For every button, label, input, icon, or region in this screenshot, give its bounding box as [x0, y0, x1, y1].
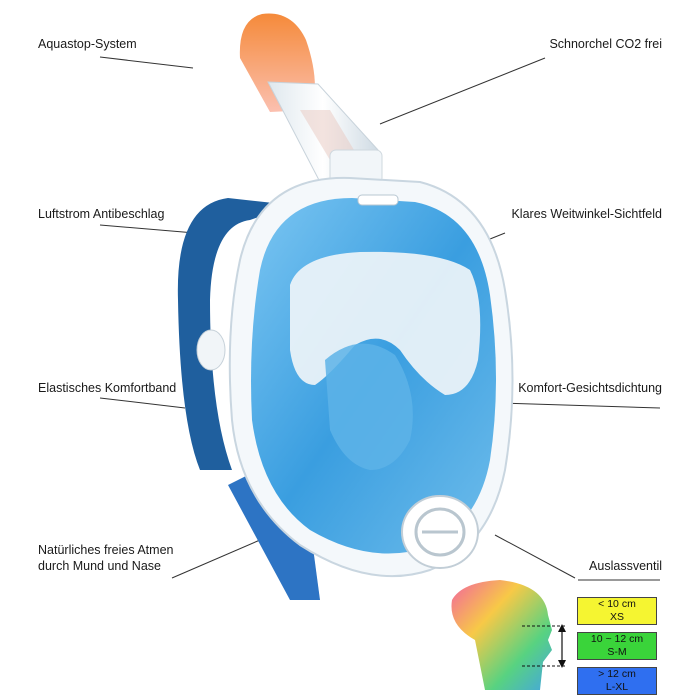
size-label: L-XL	[605, 681, 629, 693]
label-strap: Elastisches Komfortband	[38, 381, 177, 395]
label-airflow: Luftstrom Antibeschlag	[38, 207, 165, 221]
size-measure: > 12 cm	[598, 668, 636, 680]
size-box-xs: < 10 cm XS	[577, 597, 657, 625]
label-breathing-line1: Natürliches freies Atmen	[38, 543, 174, 557]
size-measure: 10 ~ 12 cm	[590, 633, 644, 645]
head-size-icon	[451, 580, 566, 690]
size-box-sm: 10 ~ 12 cm S-M	[577, 632, 657, 660]
size-measure: < 10 cm	[598, 598, 636, 610]
side-clip	[196, 329, 226, 371]
label-aquastop: Aquastop-System	[38, 37, 137, 51]
callout-lines	[99, 56, 661, 581]
label-view: Klares Weitwinkel-Sichtfeld	[511, 207, 662, 221]
snorkel-tube	[239, 13, 383, 185]
nose-piece	[325, 343, 413, 470]
label-seal: Komfort-Gesichtsdichtung	[518, 381, 662, 395]
exhaust-valve	[401, 495, 479, 569]
label-valve: Auslassventil	[589, 559, 662, 573]
size-box-lxl: > 12 cm L-XL	[577, 667, 657, 695]
strap-lower	[228, 470, 320, 600]
label-snorkel: Schnorchel CO2 frei	[549, 37, 662, 51]
size-label: XS	[609, 611, 624, 623]
top-vent	[357, 194, 399, 206]
size-label: S-M	[607, 646, 627, 658]
strap-band	[177, 198, 292, 470]
label-breathing-line2: durch Mund und Nase	[38, 559, 161, 573]
